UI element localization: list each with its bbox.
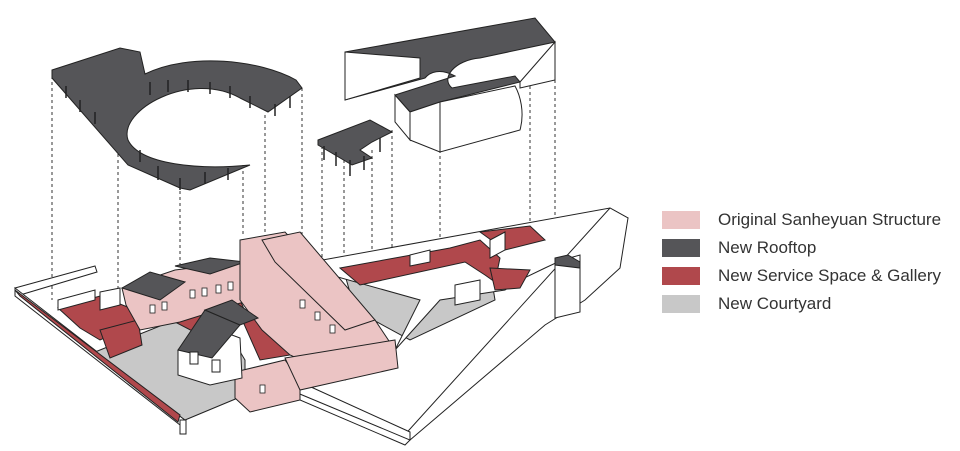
legend-item-new-rooftop: New Rooftop <box>662 234 952 262</box>
dark-gray-swatch-icon <box>662 239 700 257</box>
legend: Original Sanheyuan Structure New Rooftop… <box>662 206 952 318</box>
rooftop-ring-posts <box>65 80 291 190</box>
dark-red-swatch-icon <box>662 267 700 285</box>
rooftop-ring <box>51 47 303 191</box>
white-house <box>177 299 260 386</box>
legend-item-new-courtyard: New Courtyard <box>662 290 952 318</box>
legend-label: New Courtyard <box>718 294 832 313</box>
light-gray-swatch-icon <box>662 295 700 313</box>
light-pink-swatch-icon <box>662 211 700 229</box>
partition-walls <box>57 231 581 319</box>
legend-label: Original Sanheyuan Structure <box>718 210 942 229</box>
windows <box>149 281 336 394</box>
legend-item-service-gallery: New Service Space & Gallery <box>662 262 952 290</box>
projection-lines <box>51 70 556 300</box>
legend-item-original-structure: Original Sanheyuan Structure <box>662 206 952 234</box>
legend-label: New Service Space & Gallery <box>718 266 941 285</box>
rooftop-small <box>317 119 394 176</box>
rooftop-white-volume <box>344 17 556 153</box>
legend-label: New Rooftop <box>718 238 817 257</box>
